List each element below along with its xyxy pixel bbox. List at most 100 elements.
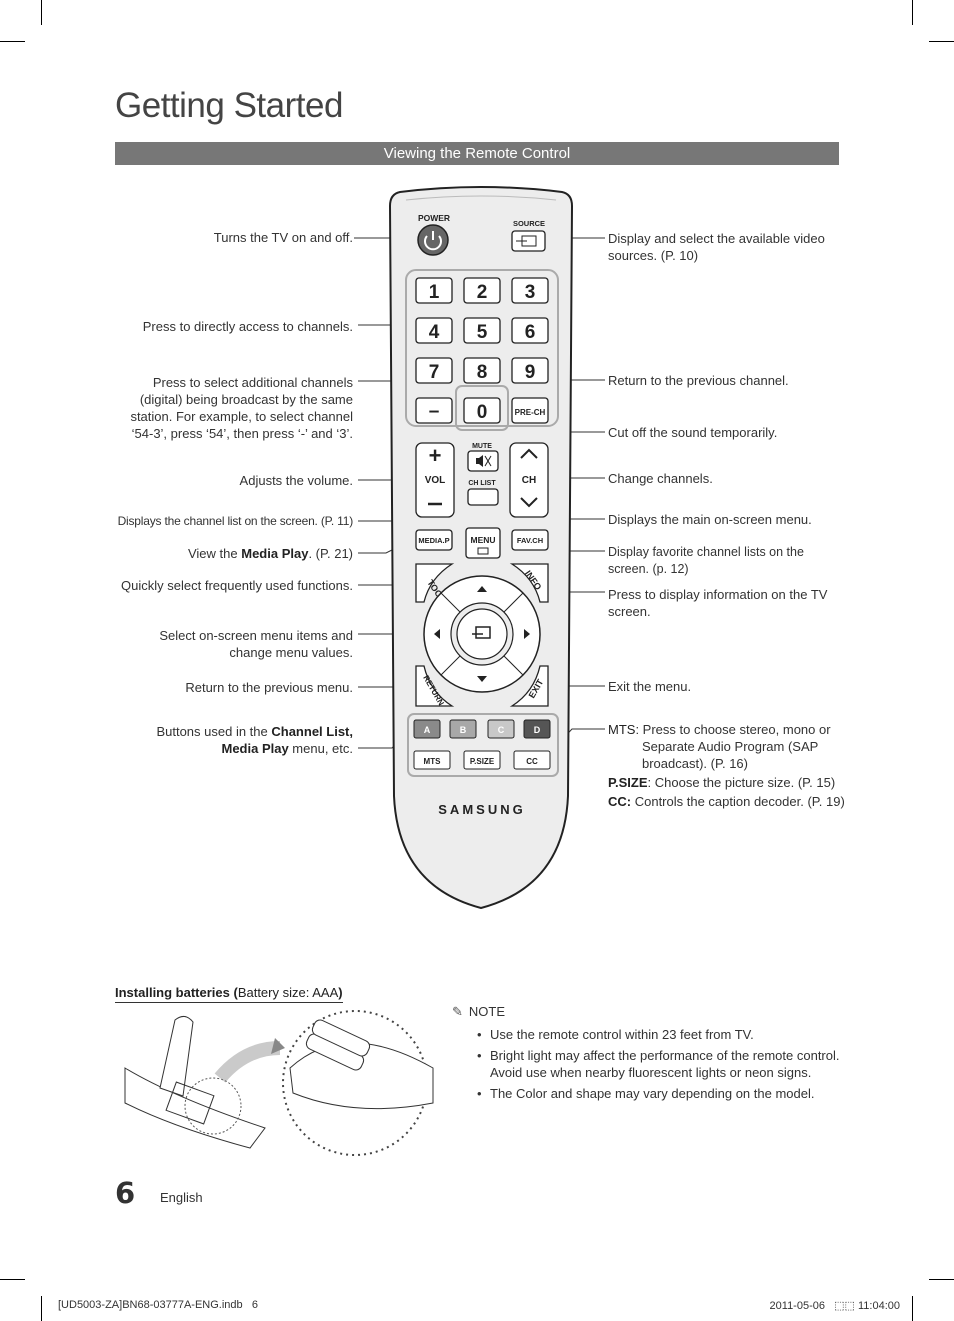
notes-heading-row: ✎NOTE — [452, 1003, 852, 1020]
footer-date: 2011-05-06 ⬚⬚ 11:04:00 — [769, 1300, 900, 1312]
notes-block: ✎NOTE Use the remote control within 23 f… — [452, 1003, 852, 1106]
source-button[interactable] — [511, 230, 546, 252]
digit-label: 8 — [477, 362, 488, 383]
label-mts: MTS: Press to choose stereo, mono or Sep… — [608, 721, 872, 772]
psize-button[interactable]: P.SIZE — [463, 750, 501, 770]
mute-label: MUTE — [472, 443, 492, 450]
page-number: 6 — [115, 1176, 136, 1210]
digit-button-7[interactable]: 7 — [415, 357, 453, 384]
digit-label: 3 — [525, 282, 536, 303]
digit-button-2[interactable]: 2 — [463, 277, 501, 304]
label-nav: Select on-screen menu items and change m… — [159, 628, 353, 660]
color-button-c[interactable]: C — [487, 719, 515, 739]
mediap-button[interactable]: MEDIA.P — [415, 529, 453, 551]
digit-label: 4 — [429, 322, 440, 343]
label-volume: Adjusts the volume. — [239, 473, 353, 488]
color-bold2: Media Play — [221, 741, 289, 756]
enter-button[interactable] — [456, 608, 508, 660]
language-label: English — [160, 1190, 203, 1205]
batteries-heading: Installing batteries (Battery size: AAA) — [115, 985, 343, 1003]
label-power: Turns the TV on and off. — [213, 230, 353, 245]
zero-label: 0 — [477, 402, 488, 423]
mts-label: MTS — [424, 757, 442, 766]
brand-logo: SAMSUNG — [438, 802, 525, 817]
digit-button-9[interactable]: 9 — [511, 357, 549, 384]
digit-button-8[interactable]: 8 — [463, 357, 501, 384]
label-prech: Return to the previous channel. — [608, 373, 789, 388]
color-button-d[interactable]: D — [523, 719, 551, 739]
power-button[interactable] — [417, 224, 449, 256]
label-color-buttons: Buttons used in the Channel List,Media P… — [113, 723, 353, 757]
label-channels: Press to directly access to channels. — [142, 319, 353, 334]
crop-mark — [0, 41, 25, 42]
up-arrow-icon — [477, 586, 487, 592]
down-arrow-icon — [477, 676, 487, 682]
source-label: SOURCE — [513, 219, 545, 228]
section-header: Viewing the Remote Control — [115, 142, 839, 165]
mediap-label: MEDIA.P — [418, 536, 449, 545]
psize-text: : Choose the picture size. (P. 15) — [647, 775, 836, 790]
mute-button[interactable] — [467, 450, 499, 472]
digit-button-5[interactable]: 5 — [463, 317, 501, 344]
mediap-bold: Media Play — [241, 546, 309, 561]
cc-button[interactable]: CC — [513, 750, 551, 770]
digit-label: 6 — [525, 322, 536, 343]
label-return: Return to the previous menu. — [185, 680, 353, 695]
color-b-label: B — [460, 725, 467, 735]
label-tools: Quickly select frequently used functions… — [121, 578, 353, 593]
chlist-button[interactable] — [467, 488, 499, 506]
digit-button-3[interactable]: 3 — [511, 277, 549, 304]
color-bold1: Channel List, — [271, 724, 353, 739]
prech-label: PRE-CH — [515, 408, 546, 417]
chlist-label: CH LIST — [468, 480, 496, 487]
label-exit: Exit the menu. — [608, 679, 692, 694]
volume-rocker[interactable]: + VOL — [415, 442, 455, 518]
pencil-icon: ✎ — [452, 1004, 463, 1019]
crop-mark — [929, 41, 954, 42]
psize-label: P.SIZE — [470, 757, 495, 766]
mts-button[interactable]: MTS — [413, 750, 451, 770]
crop-mark — [41, 1296, 42, 1321]
channel-rocker[interactable]: CH — [509, 442, 549, 518]
digit-label: 5 — [477, 322, 488, 343]
label-info: Press to display information on the TV s… — [608, 587, 828, 619]
crop-mark — [912, 1296, 913, 1321]
label-cc: CC: Controls the caption decoder. (P. 19… — [608, 793, 848, 810]
prech-button[interactable]: PRE-CH — [511, 397, 549, 424]
color-button-b[interactable]: B — [449, 719, 477, 739]
zero-button[interactable]: 0 — [463, 397, 501, 424]
label-menu: Displays the main on-screen menu. — [608, 512, 812, 527]
color-c-label: C — [498, 725, 505, 735]
batteries-heading-bold: Installing batteries ( — [115, 985, 238, 1000]
power-label: POWER — [418, 213, 450, 223]
favch-button[interactable]: FAV.CH — [511, 529, 549, 551]
digit-label: 1 — [429, 282, 440, 303]
ch-label: CH — [522, 475, 536, 486]
color-post: menu, etc. — [288, 741, 353, 756]
vol-label: VOL — [425, 475, 446, 486]
color-button-a[interactable]: A — [413, 719, 441, 739]
favch-label: FAV.CH — [517, 536, 543, 545]
page-title: Getting Started — [115, 86, 343, 125]
label-chlist: Displays the channel list on the screen.… — [117, 514, 354, 528]
label-psize: P.SIZE: Choose the picture size. (P. 15) — [608, 774, 848, 791]
svg-text:+: + — [429, 443, 442, 468]
dash-button[interactable]: – — [415, 397, 453, 424]
menu-button[interactable]: MENU — [465, 527, 501, 559]
digit-button-4[interactable]: 4 — [415, 317, 453, 344]
digit-button-6[interactable]: 6 — [511, 317, 549, 344]
mediap-post: . (P. 21) — [308, 546, 353, 561]
crop-mark — [912, 0, 913, 25]
digit-button-1[interactable]: 1 — [415, 277, 453, 304]
color-a-label: A — [424, 725, 431, 735]
digit-label: 7 — [429, 362, 440, 383]
psize-key: P.SIZE — [608, 775, 648, 790]
label-source: Display and select the available video s… — [608, 231, 825, 263]
mediap-pre: View the — [187, 546, 242, 561]
digit-label: 9 — [525, 362, 536, 383]
mts-text: : Press to choose stereo, mono or Separa… — [635, 722, 831, 771]
note-item: The Color and shape may vary depending o… — [477, 1085, 852, 1102]
label-mute: Cut off the sound temporarily. — [608, 425, 778, 440]
label-ch: Change channels. — [608, 471, 713, 486]
left-arrow-icon — [434, 629, 440, 639]
